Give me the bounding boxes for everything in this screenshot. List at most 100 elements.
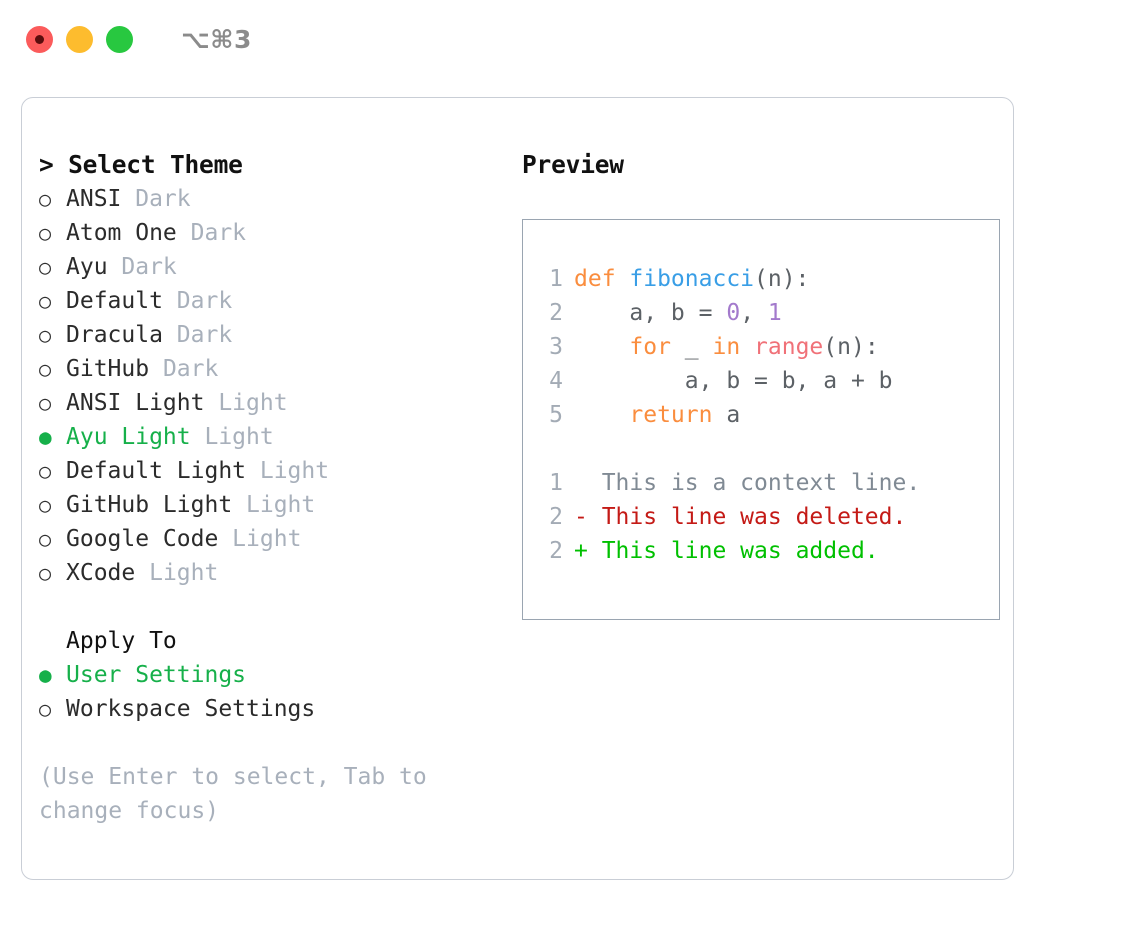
theme-option-default-light[interactable]: ○Default Light Light: [39, 454, 509, 488]
theme-option-kind: Dark: [107, 254, 177, 280]
code-token-keyword: for: [574, 334, 671, 360]
theme-option-dracula[interactable]: ○ Dracula Dark: [39, 318, 509, 352]
theme-option-name: Google Code: [66, 526, 219, 552]
theme-option-name: Default: [66, 288, 163, 314]
diff-line-added: 2+ This line was added.: [537, 534, 999, 568]
apply-to-option-label: User Settings: [66, 662, 247, 688]
maximize-button[interactable]: [106, 25, 133, 53]
close-button[interactable]: [26, 25, 53, 53]
radio-unselected-icon: ○: [39, 289, 52, 313]
theme-option-kind: Light: [232, 492, 316, 518]
radio-unselected-icon: ○: [39, 493, 52, 517]
apply-to-list[interactable]: ● User Settings ○Workspace Settings: [39, 658, 509, 726]
code-line-number: 4: [549, 368, 563, 394]
theme-option-github-light[interactable]: ○ GitHub Light Light: [39, 488, 509, 522]
code-token-plain: ,: [740, 300, 768, 326]
diff-marker: [574, 466, 588, 500]
radio-unselected-icon: ○: [39, 697, 52, 721]
code-token-punct: (n):: [754, 266, 810, 292]
radio-unselected-icon: ○: [39, 187, 52, 211]
theme-option-xcode[interactable]: ○ XCode Light: [39, 556, 509, 590]
theme-option-kind: Light: [135, 560, 219, 586]
theme-option-kind: Light: [246, 458, 330, 484]
diff-text: This line was deleted.: [587, 504, 907, 530]
theme-option-name: Ayu: [66, 254, 108, 280]
diff-text: This line was added.: [587, 538, 879, 564]
code-token-plain: [740, 330, 754, 364]
apply-to-heading: Apply To: [66, 628, 177, 654]
apply-to-option-user-settings[interactable]: ● User Settings: [39, 658, 509, 692]
radio-unselected-icon: ○: [39, 255, 52, 279]
code-line: 2 a, b = 0, 1: [537, 296, 999, 330]
theme-option-name: GitHub: [66, 356, 150, 382]
code-line-number: 5: [549, 402, 563, 428]
code-token-plain: a, b =: [574, 300, 727, 326]
diff-line-number: 1: [549, 470, 563, 496]
apply-to-section: Apply To ● User Settings ○Workspace Settin…: [39, 624, 509, 726]
preview-heading: Preview: [522, 150, 624, 179]
theme-option-kind: Light: [190, 424, 274, 450]
diff-line-context: 1 This is a context line.: [537, 466, 999, 500]
theme-option-name: Dracula: [66, 322, 163, 348]
theme-selector-card: > Select Theme ○ANSI Dark○Atom One Dark○…: [21, 97, 1014, 880]
theme-option-name: ANSI: [66, 186, 122, 212]
theme-option-ansi-light[interactable]: ○ANSI Light Light: [39, 386, 509, 420]
theme-option-name: Ayu Light: [66, 424, 191, 450]
code-token-builtin: range: [754, 334, 824, 360]
theme-list[interactable]: ○ANSI Dark○Atom One Dark○Ayu Dark○Defaul…: [39, 182, 509, 590]
minimize-button[interactable]: [66, 25, 93, 53]
keyboard-hint-text: (Use Enter to select, Tab to change focu…: [39, 764, 441, 824]
theme-option-name: Atom One: [66, 220, 177, 246]
code-line: 3 for _ in range(n):: [537, 330, 999, 364]
code-token-plain: a, b = b, a + b: [574, 368, 893, 394]
code-token-keyword: def: [574, 266, 630, 292]
theme-option-google-code[interactable]: ○ Google Code Light: [39, 522, 509, 556]
theme-option-kind: Dark: [149, 356, 219, 382]
radio-unselected-icon: ○: [39, 323, 52, 347]
radio-selected-icon: ●: [39, 425, 52, 449]
keyboard-shortcut-label: ⌥⌘3: [181, 24, 252, 54]
code-line: 5 return a: [537, 398, 999, 432]
traffic-light-group: [26, 25, 133, 53]
radio-selected-icon: ●: [39, 663, 52, 687]
theme-option-kind: Light: [218, 526, 302, 552]
code-spacer: [537, 432, 999, 466]
theme-option-name: ANSI Light: [66, 390, 205, 416]
code-token-function: fibonacci: [629, 266, 755, 292]
code-token-plain: _: [670, 334, 713, 360]
code-token-number: 0: [726, 300, 741, 326]
theme-option-kind: Dark: [162, 322, 233, 348]
code-token-number: 1: [767, 300, 782, 326]
diff-sample: 1 This is a context line.2- This line wa…: [537, 466, 999, 568]
code-token-keyword: in: [712, 334, 741, 360]
radio-unselected-icon: ○: [39, 527, 52, 551]
code-line: 4 a, b = b, a + b: [537, 364, 999, 398]
theme-option-ayu[interactable]: ○ Ayu Dark: [39, 250, 509, 284]
code-token-plain: a: [712, 402, 741, 428]
radio-unselected-icon: ○: [39, 561, 52, 585]
radio-unselected-icon: ○: [39, 459, 52, 483]
apply-to-option-workspace-settings[interactable]: ○Workspace Settings: [39, 692, 509, 726]
select-theme-heading: > Select Theme: [39, 150, 243, 179]
code-token-keyword: return: [574, 402, 713, 428]
code-token-punct: (n):: [823, 334, 879, 360]
diff-text: This is a context line.: [587, 470, 921, 496]
theme-option-github[interactable]: ○GitHub Dark: [39, 352, 509, 386]
window-title-bar: ⌥⌘3: [0, 0, 1140, 78]
theme-option-name: XCode: [66, 560, 136, 586]
theme-option-name: GitHub Light: [66, 492, 233, 518]
theme-option-ayu-light[interactable]: ● Ayu Light Light: [39, 420, 509, 454]
theme-option-ansi[interactable]: ○ANSI Dark: [39, 182, 509, 216]
theme-option-kind: Dark: [162, 288, 233, 314]
theme-selection-panel: > Select Theme ○ANSI Dark○Atom One Dark○…: [39, 148, 509, 879]
theme-option-atom-one[interactable]: ○Atom One Dark: [39, 216, 509, 250]
code-line-number: 3: [549, 334, 563, 360]
diff-marker: +: [574, 538, 588, 564]
radio-unselected-icon: ○: [39, 221, 52, 245]
theme-option-kind: Light: [204, 390, 288, 416]
theme-option-default[interactable]: ○ Default Dark: [39, 284, 509, 318]
